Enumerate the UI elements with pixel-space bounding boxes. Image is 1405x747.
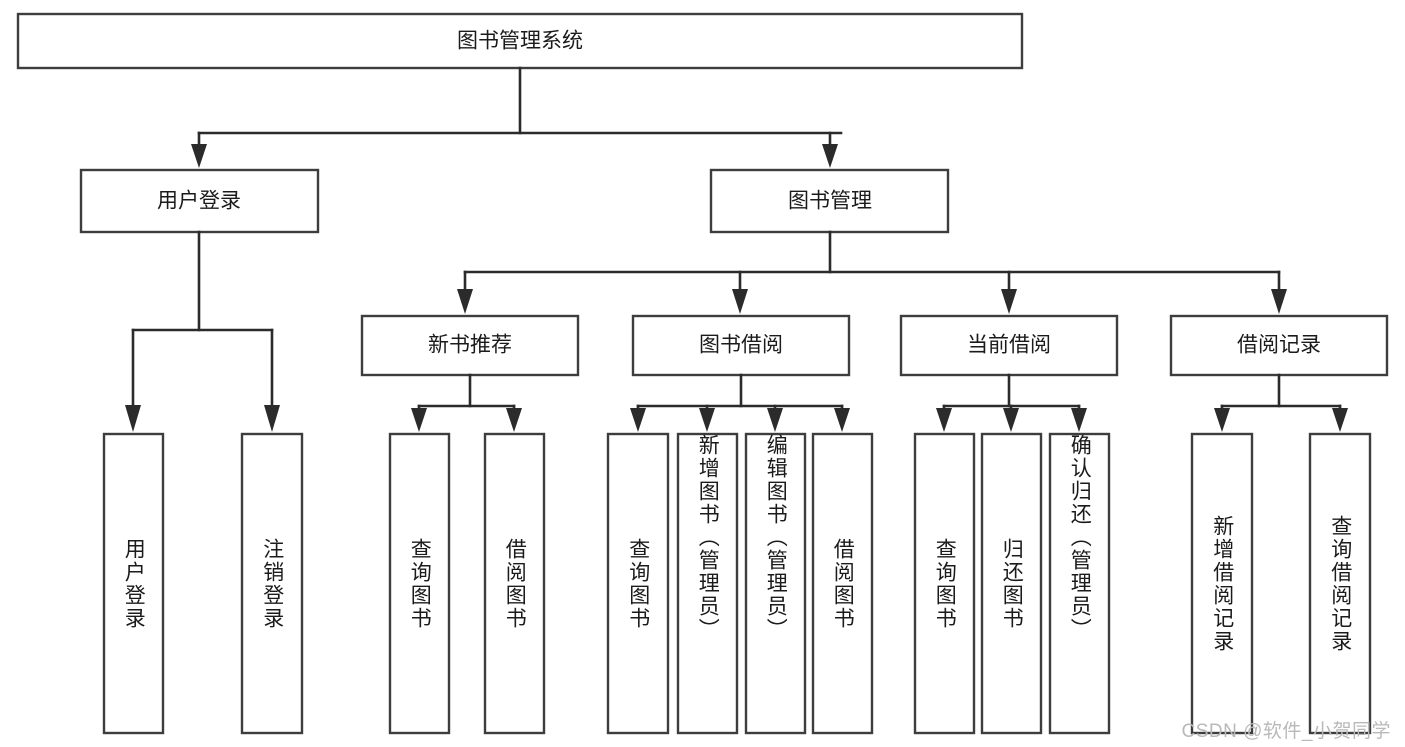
node-user-login[interactable]: 用户登录 xyxy=(79,168,320,234)
arrow-head-icon xyxy=(191,144,207,168)
leaf-box-borrow-record-0[interactable] xyxy=(1190,432,1254,735)
connector-current-borrow-to-leaves xyxy=(936,373,1087,432)
leaf-box-book-borrow-3[interactable] xyxy=(811,432,874,735)
node-current-borrow-label: 当前借阅 xyxy=(967,334,1051,357)
leaf-box-book-borrow-2[interactable] xyxy=(744,432,807,735)
connector-user-login-to-leaves xyxy=(125,230,280,432)
arrow-head-icon xyxy=(506,408,522,432)
arrow-head-icon xyxy=(1271,289,1287,314)
node-new-book-recommend[interactable]: 新书推荐 xyxy=(360,314,580,377)
node-borrow-record-label: 借阅记录 xyxy=(1237,334,1321,357)
leaf-box-new-book-recommend-1[interactable] xyxy=(483,432,546,735)
arrow-head-icon xyxy=(732,289,748,314)
leaf-box-user-login-0[interactable] xyxy=(102,432,165,735)
leaf-box-book-borrow-0[interactable] xyxy=(606,432,670,735)
connector-new-book-recommend-to-leaves xyxy=(411,373,522,432)
arrow-head-icon xyxy=(822,144,838,168)
leaf-box-book-borrow-1[interactable] xyxy=(676,432,739,735)
node-root-label: 图书管理系统 xyxy=(457,30,583,53)
connector-borrow-record-to-leaves xyxy=(1214,373,1348,432)
leaf-box-current-borrow-1[interactable] xyxy=(980,432,1043,735)
arrow-head-icon xyxy=(1003,408,1019,432)
arrow-head-icon xyxy=(630,408,646,432)
connector-book-management-to-level3 xyxy=(457,230,1287,314)
node-book-management[interactable]: 图书管理 xyxy=(709,168,950,234)
leaf-box-borrow-record-1[interactable] xyxy=(1308,432,1372,735)
node-book-management-label: 图书管理 xyxy=(788,190,872,213)
arrow-head-icon xyxy=(767,408,783,432)
arrow-head-icon xyxy=(1001,289,1017,314)
arrow-head-icon xyxy=(1214,408,1230,432)
node-borrow-record[interactable]: 借阅记录 xyxy=(1169,314,1389,377)
leaf-box-new-book-recommend-0[interactable] xyxy=(388,432,451,735)
node-new-book-recommend-box xyxy=(360,314,580,377)
arrow-head-icon xyxy=(1071,408,1087,432)
arrow-head-icon xyxy=(457,289,473,314)
node-user-login-label: 用户登录 xyxy=(157,190,241,213)
arrow-head-icon xyxy=(264,405,280,432)
node-book-borrow[interactable]: 图书借阅 xyxy=(631,314,851,377)
node-user-login-box xyxy=(79,168,320,234)
arrow-head-icon xyxy=(834,408,850,432)
csdn-watermark: CSDN @软件_小贺同学 xyxy=(1181,721,1391,742)
node-current-borrow[interactable]: 当前借阅 xyxy=(899,314,1119,377)
node-current-borrow-box xyxy=(899,314,1119,377)
arrow-head-icon xyxy=(1332,408,1348,432)
arrow-head-icon xyxy=(936,408,952,432)
connector-book-borrow-to-leaves xyxy=(630,373,850,432)
leaf-box-current-borrow-2[interactable] xyxy=(1048,432,1111,735)
arrow-head-icon xyxy=(125,405,141,432)
leaf-box-user-login-1[interactable] xyxy=(240,432,304,735)
node-book-borrow-label: 图书借阅 xyxy=(699,334,783,357)
node-root[interactable]: 图书管理系统 xyxy=(16,12,1024,70)
arrow-head-icon xyxy=(411,408,427,432)
node-root-box xyxy=(16,12,1024,70)
connector-root-to-level2 xyxy=(191,66,843,168)
node-new-book-recommend-label: 新书推荐 xyxy=(428,334,512,357)
arrow-head-icon xyxy=(699,408,715,432)
leaf-box-current-borrow-0[interactable] xyxy=(913,432,976,735)
